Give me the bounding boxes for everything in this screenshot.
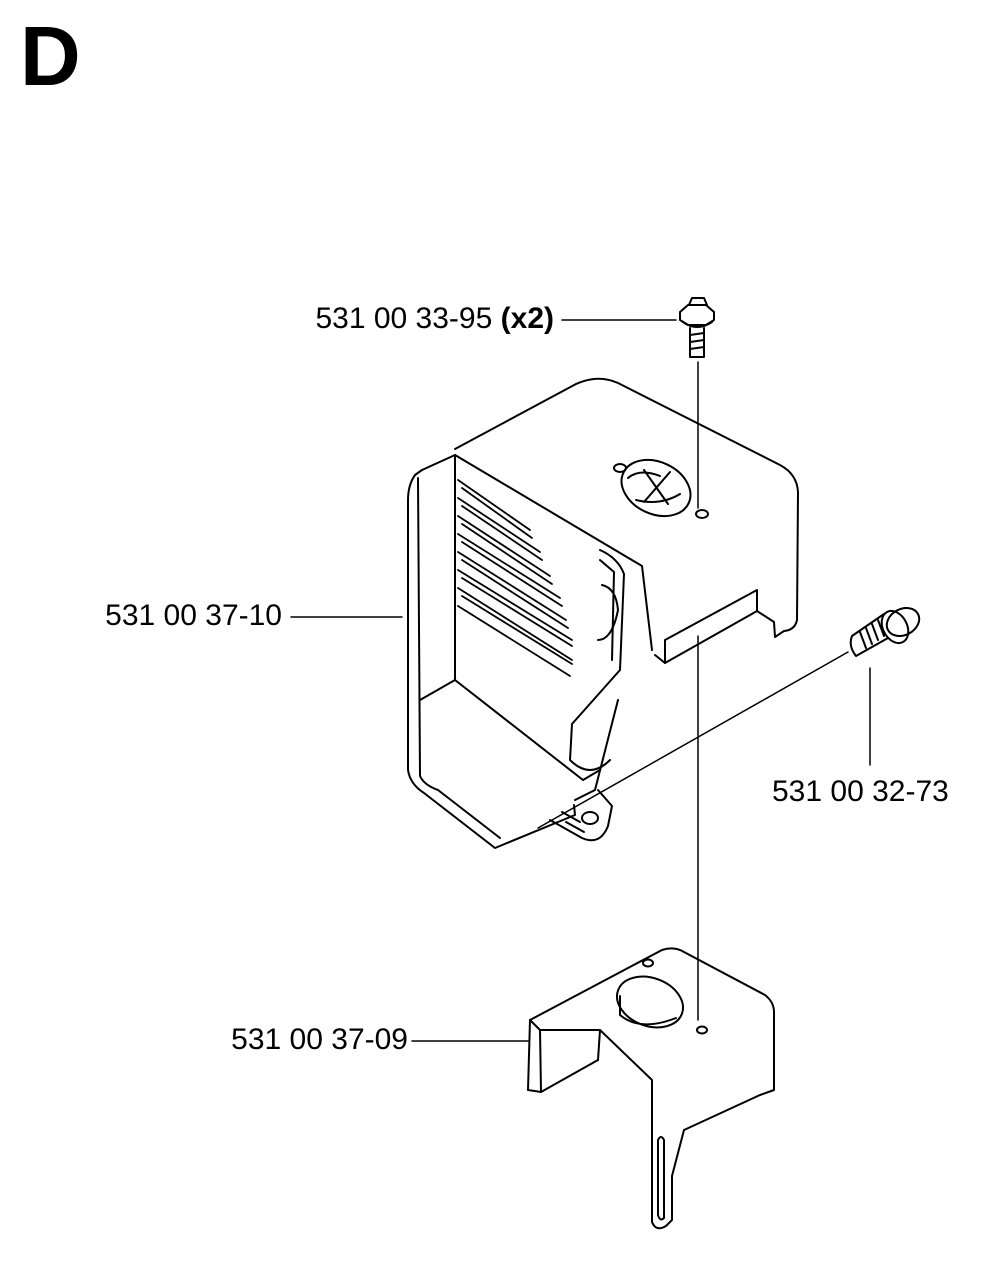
part-number: 531 00 37-10: [105, 599, 282, 632]
part-number: 531 00 33-95: [315, 302, 493, 335]
section-letter: D: [20, 9, 81, 103]
assembly-axis-lines: [538, 362, 848, 1020]
mounting-bracket-icon: [528, 948, 774, 1228]
long-bolt-icon: [851, 603, 924, 656]
muffler-cover-icon: [408, 379, 798, 848]
leader-lines: [291, 320, 870, 1041]
hex-flange-screw-icon: [680, 298, 714, 357]
part-label-bracket: 531 00 37-09: [231, 1025, 408, 1055]
part-number: 531 00 32-73: [772, 775, 949, 808]
part-label-bolt: 531 00 32-73: [772, 777, 949, 807]
quantity: (x2): [500, 302, 554, 335]
part-label-cover: 531 00 37-10: [105, 601, 282, 631]
part-label-screw: 531 00 33-95 (x2): [315, 304, 554, 334]
part-number: 531 00 37-09: [231, 1023, 408, 1056]
